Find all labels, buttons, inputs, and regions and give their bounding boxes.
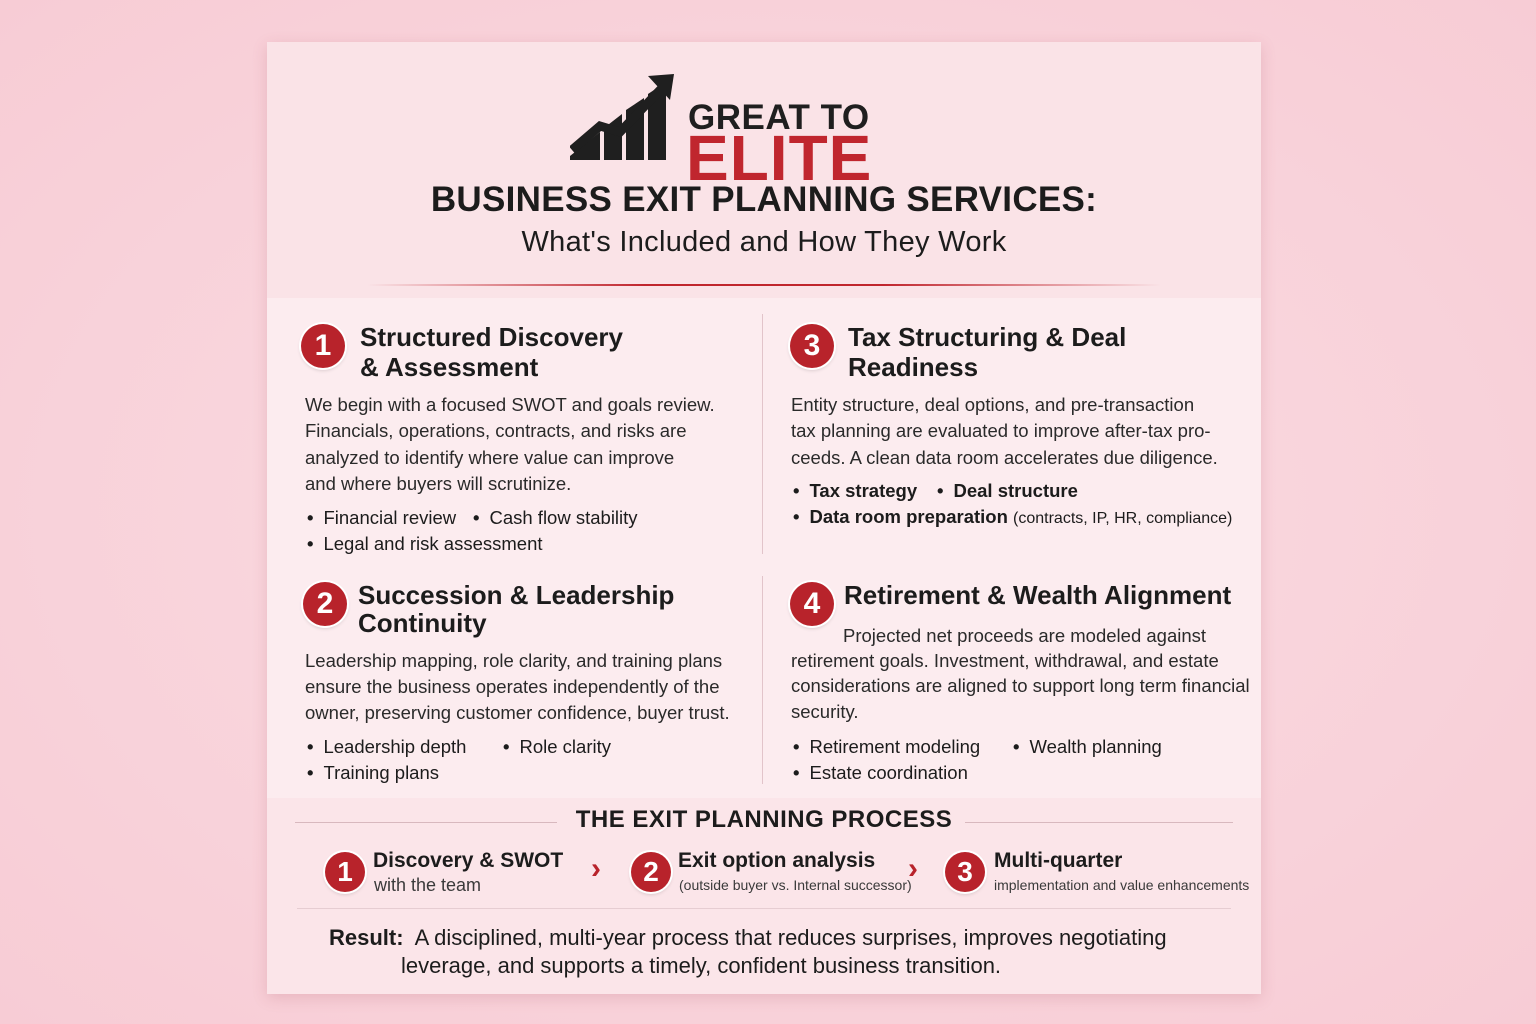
section-text-line: owner, preserving customer confidence, b… [305,702,730,723]
bullet-label: Estate coordination [809,762,968,783]
bullet-item: •Training plans [307,762,440,783]
section-text-line: considerations are aligned to support lo… [791,675,1250,696]
section-text-line: Entity structure, deal options, and pre-… [791,394,1195,415]
section-text-line: analyzed to identify where value can imp… [305,447,675,468]
page-title: BUSINESS EXIT PLANNING SERVICES: [430,180,1098,219]
section-number-badge: 4 [790,582,834,626]
result-statement: Result: A disciplined, multi-year proces… [329,924,1167,980]
bullet-label: Training plans [323,762,440,783]
bullet-label: Legal and risk assessment [323,533,543,554]
bullet-item: •Estate coordination [793,762,968,783]
process-title-rule-right [965,822,1233,823]
bullet-item: •Financial review [307,507,457,528]
section-text-line: ensure the business operates independent… [305,676,720,697]
bullet-item: •Cash flow stability [473,507,638,528]
section-number-badge: 1 [301,324,345,368]
bullet-label: Deal structure [953,480,1078,501]
result-divider [297,908,1231,909]
result-line-1: A disciplined, multi-year process that r… [414,925,1167,950]
section-text-line: Leadership mapping, role clarity, and tr… [305,650,723,671]
section-text-line: retirement goals. Investment, withdrawal… [791,650,1219,671]
section-text-line: and where buyers will scrutinize. [305,473,572,494]
bullet-item: •Leadership depth [307,736,467,757]
bullet-label: Financial review [323,507,457,528]
bullet-label: Tax strategy [809,480,918,501]
bullet-item: •Wealth planning [1013,736,1162,757]
step-number-badge: 1 [325,852,365,892]
column-divider-top [762,314,763,554]
exit-planning-process: THE EXIT PLANNING PROCESS 1 Discovery & … [267,798,1261,994]
bullet-label: Retirement modeling [809,736,981,757]
result-label: Result: [329,925,404,950]
bullet-item: •Deal structure [937,480,1078,501]
logo-text-elite: ELITE [686,122,873,194]
bullet-item: •Data room preparation (contracts, IP, H… [793,506,1233,527]
bar-chart-arrow-icon [570,74,674,160]
infographic-card: GREAT TO ELITE BUSINESS EXIT PLANNING SE… [267,42,1261,994]
bullet-label: Leadership depth [323,736,467,757]
bullet-label: Wealth planning [1029,736,1162,757]
chevron-right-icon: › [591,852,601,885]
step-title: Multi-quarter [994,849,1123,872]
page-subtitle: What's Included and How They Work [521,226,1007,258]
section-text-line: ceeds. A clean data room accelerates due… [791,447,1218,468]
section-title: Succession & Leadership [358,580,675,610]
step-subtitle: with the team [374,875,482,895]
header: GREAT TO ELITE BUSINESS EXIT PLANNING SE… [267,42,1261,298]
step-subtitle: implementation and value enhancements [994,877,1250,893]
process-title: THE EXIT PLANNING PROCESS [575,806,953,833]
step-subtitle: (outside buyer vs. Internal successor) [679,877,912,893]
section-number-badge: 3 [790,324,834,368]
section-text-line: Projected net proceeds are modeled again… [843,625,1207,646]
bullet-label: Cash flow stability [489,507,638,528]
bullet-item: •Tax strategy [793,480,918,501]
logo-text-great-to: GREAT TO [688,98,870,137]
section-text-line: We begin with a focused SWOT and goals r… [305,394,715,415]
step-title: Discovery & SWOT [373,849,564,872]
section-number-badge: 2 [303,582,347,626]
step-title: Exit option analysis [678,849,876,872]
services-panel: 1 Structured Discovery & Assessment We b… [267,298,1261,798]
section-text-line: security. [791,701,859,722]
column-divider-bottom [762,576,763,784]
section-title: Retirement & Wealth Alignment [844,580,1232,610]
logo: GREAT TO ELITE [570,70,880,190]
bullet-item: •Retirement modeling [793,736,981,757]
step-number-badge: 3 [945,852,985,892]
chevron-right-icon: › [908,852,918,885]
title-divider [367,284,1161,286]
section-text-line: Financials, operations, contracts, and r… [305,420,687,441]
section-title: Readiness [848,352,979,382]
section-title: Continuity [358,608,487,638]
result-line-2: leverage, and supports a timely, confide… [401,953,1002,978]
bullet-label: Role clarity [519,736,611,757]
process-title-rule-left [295,822,557,823]
bullet-label: Data room preparation [809,506,1008,527]
bullet-note: (contracts, IP, HR, compliance) [1013,510,1233,527]
bullet-item: •Legal and risk assessment [307,533,543,554]
section-title: Tax Structuring & Deal [848,322,1127,352]
step-number-badge: 2 [631,852,671,892]
section-text-line: tax planning are evaluated to improve af… [791,420,1211,441]
section-title: & Assessment [360,352,539,382]
section-title: Structured Discovery [360,322,623,352]
bullet-item: •Role clarity [503,736,611,757]
